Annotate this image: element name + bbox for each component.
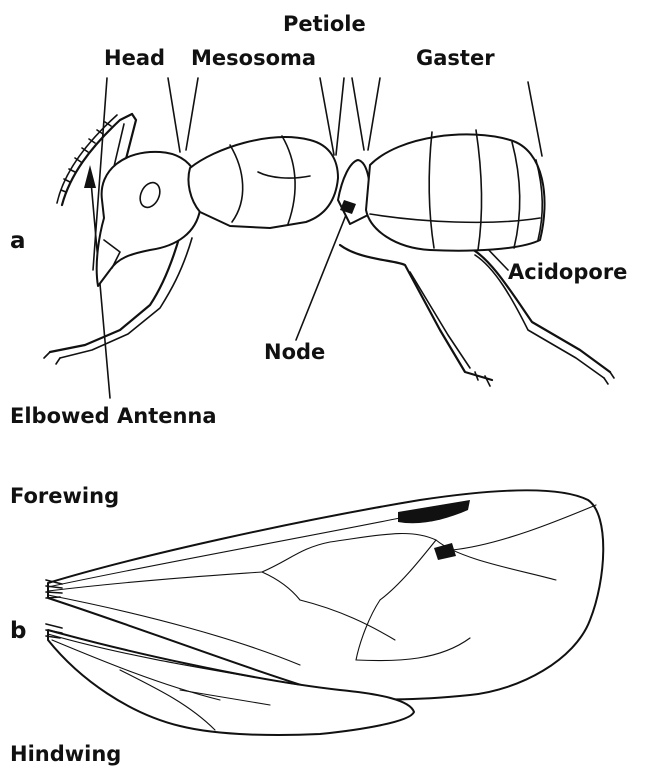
mesosoma-label: Mesosoma [191, 48, 316, 69]
forewing-label: Forewing [10, 486, 119, 507]
gaster-leader [528, 82, 542, 156]
front-tarsus [44, 352, 60, 364]
middle-leg-inner [410, 272, 470, 368]
petiole-leader-2 [336, 78, 344, 155]
ant-drawing [44, 78, 614, 398]
node-label: Node [264, 342, 325, 363]
head-leader [168, 78, 180, 152]
antenna-arrowhead [84, 165, 96, 188]
petiole-label: Petiole [283, 14, 366, 35]
petiole-leader-4 [368, 78, 380, 150]
node-leader [296, 205, 350, 340]
hindwing-label: Hindwing [10, 744, 121, 765]
antenna-label: Elbowed Antenna [10, 406, 217, 427]
petiole-leader-1 [320, 78, 334, 155]
gaster-label: Gaster [416, 48, 495, 69]
head-label: Head [104, 48, 165, 69]
middle-leg [340, 245, 492, 380]
hind-tarsus [604, 372, 614, 384]
panel-a-label: a [10, 230, 26, 253]
ant-mesosoma [188, 137, 338, 228]
acidopore-label: Acidopore [508, 262, 627, 283]
wings-drawing [46, 490, 603, 735]
panel-b-label: b [10, 620, 26, 643]
ant-petiole-node [338, 160, 371, 224]
petiole-leader-3 [352, 78, 364, 150]
mesosoma-leader [186, 78, 198, 150]
